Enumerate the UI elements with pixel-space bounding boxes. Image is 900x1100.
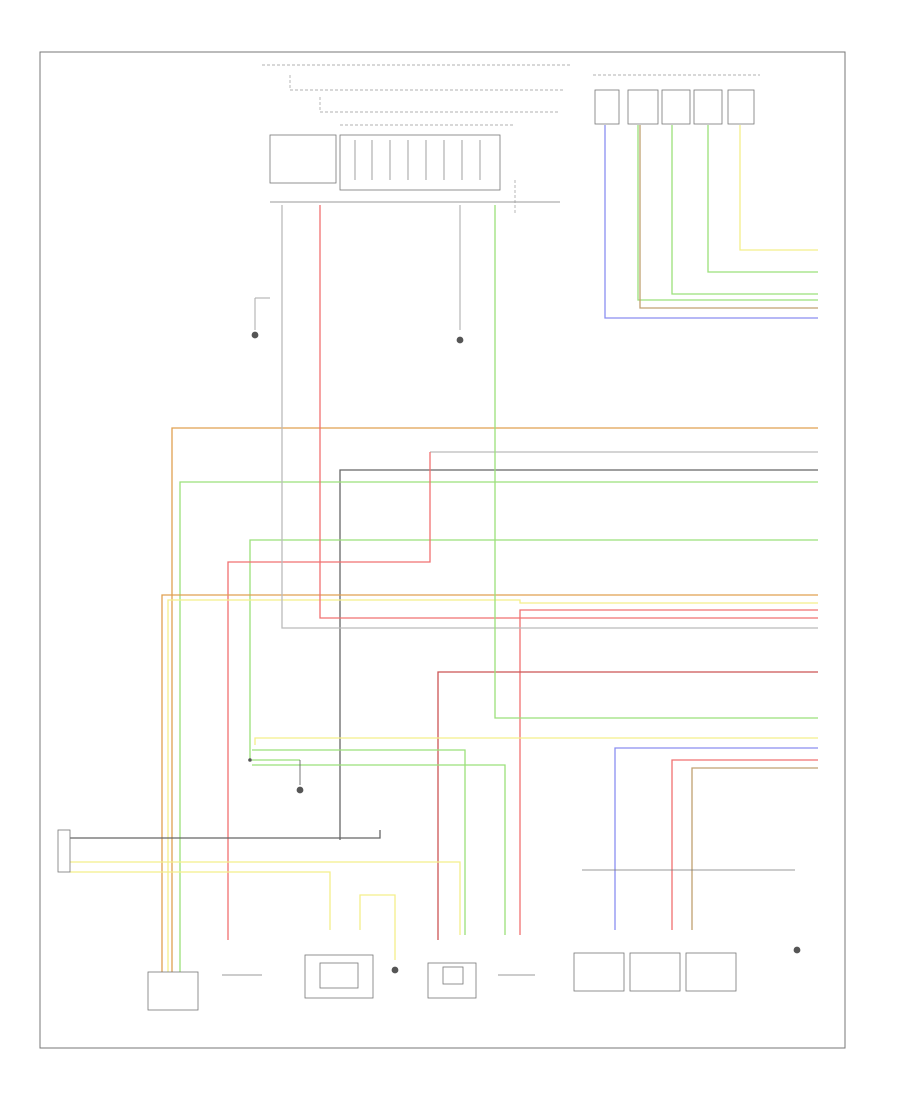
ground-symbol-icon bbox=[296, 786, 304, 794]
wire-green-d bbox=[252, 749, 466, 935]
wire-gray-b bbox=[281, 205, 818, 629]
sensor-1 bbox=[147, 971, 199, 1011]
wire-brown-top bbox=[639, 125, 818, 309]
wire-green-a bbox=[179, 481, 818, 975]
wire-yellow-b bbox=[254, 737, 818, 745]
right-module bbox=[593, 74, 760, 125]
wire-yellow-d bbox=[70, 871, 331, 930]
ground-right bbox=[793, 946, 801, 954]
bottom-left-connector bbox=[57, 829, 71, 873]
sensor-4 bbox=[427, 962, 477, 999]
wire-red-d bbox=[671, 759, 818, 930]
wires bbox=[70, 125, 818, 975]
ground-symbol-icon bbox=[456, 336, 464, 344]
center-module bbox=[269, 134, 560, 215]
wire-red-a bbox=[227, 452, 431, 940]
wire-red-c bbox=[319, 205, 818, 619]
wire-yellow-a bbox=[167, 599, 818, 975]
wire-yellow-top bbox=[739, 125, 818, 251]
wire-green-e bbox=[252, 764, 506, 935]
wire-red-b bbox=[519, 609, 818, 935]
actuator-1 bbox=[304, 954, 374, 999]
top-header bbox=[262, 64, 570, 126]
wire-green-c bbox=[494, 205, 818, 719]
center-module-pins bbox=[354, 140, 481, 180]
ground-left bbox=[251, 297, 270, 339]
actuator-group bbox=[573, 869, 795, 992]
ground-mid bbox=[456, 336, 464, 344]
page-border bbox=[39, 51, 846, 1049]
ground-symbol-icon bbox=[251, 331, 259, 339]
wire-green-top3 bbox=[707, 125, 818, 273]
splice-dot-icon bbox=[248, 758, 252, 762]
wire-dark-a bbox=[339, 469, 818, 840]
wire-green-b bbox=[249, 539, 818, 760]
wire-blue-top bbox=[604, 125, 818, 319]
wire-darkred-a bbox=[437, 671, 818, 940]
ground-symbol-icon bbox=[793, 946, 801, 954]
wire-yellow-e bbox=[359, 894, 396, 960]
splice-group bbox=[248, 758, 304, 794]
wire-orange-b bbox=[161, 594, 818, 975]
sensor-3 bbox=[391, 966, 399, 974]
wire-brown-a bbox=[691, 767, 818, 930]
wire-dark-b bbox=[70, 830, 381, 839]
wire-orange-long bbox=[171, 427, 818, 975]
ground-symbol-icon bbox=[391, 966, 399, 974]
wire-blue-a bbox=[614, 747, 818, 930]
wire-yellow-c bbox=[70, 861, 461, 935]
wire-green-top1 bbox=[637, 125, 818, 301]
wire-green-top2 bbox=[671, 125, 818, 295]
